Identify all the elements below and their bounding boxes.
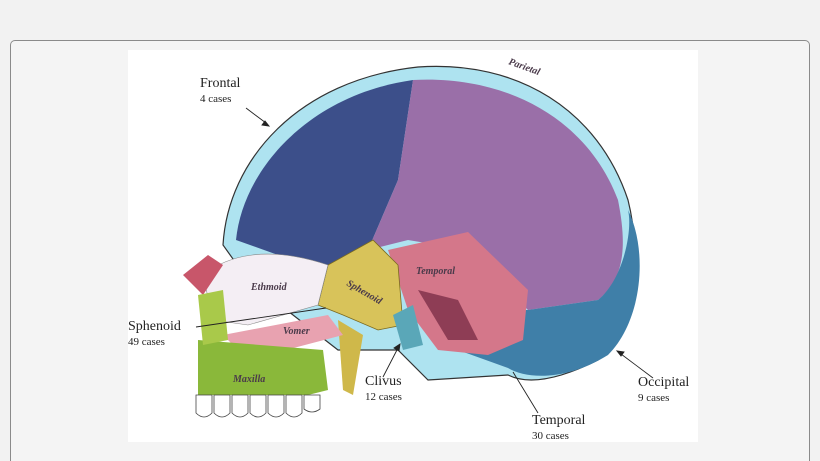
bone-label-maxilla: Maxilla <box>232 374 265 385</box>
temporal-bone <box>388 232 528 355</box>
sphenoid-pointer <box>195 307 327 328</box>
maxilla <box>198 340 328 395</box>
callout-count: 9 cases <box>638 392 670 404</box>
callout-sphenoid: Sphenoid 49 cases <box>128 320 181 348</box>
callout-name: Frontal <box>200 76 241 91</box>
occipital-pointer <box>620 353 654 379</box>
callout-clivus: Clivus 12 cases <box>365 375 402 403</box>
callout-count: 49 cases <box>128 336 165 348</box>
callout-count: 4 cases <box>200 93 232 105</box>
callout-count: 12 cases <box>365 391 402 403</box>
callout-name: Occipital <box>638 375 690 390</box>
callout-temporal: Temporal 30 cases <box>532 414 585 442</box>
callout-name: Temporal <box>532 413 586 428</box>
bone-label-temporal: Temporal <box>416 266 455 277</box>
frontal-pointer <box>245 107 267 124</box>
bone-label-ethmoid: Ethmoid <box>250 282 288 293</box>
callout-name: Sphenoid <box>128 319 181 334</box>
frontal-bone <box>236 80 413 265</box>
skull-illustration: Parietal Ethmoid Temporal Sphenoid Vomer… <box>183 56 654 418</box>
bone-label-vomer: Vomer <box>283 326 310 337</box>
callout-occipital: Occipital 9 cases <box>638 376 689 404</box>
temporal-pointer <box>512 371 539 414</box>
clivus <box>393 305 423 350</box>
sphenoid-bone <box>317 239 404 331</box>
clivus-pointer <box>382 347 399 378</box>
callout-frontal: Frontal 4 cases <box>200 77 240 105</box>
bone-label-parietal: Parietal <box>507 56 542 78</box>
callout-name: Clivus <box>365 374 402 389</box>
skull-diagram: Parietal Ethmoid Temporal Sphenoid Vomer… <box>128 50 698 442</box>
teeth <box>195 394 321 418</box>
callout-count: 30 cases <box>532 430 569 442</box>
parietal-bone <box>368 79 623 310</box>
